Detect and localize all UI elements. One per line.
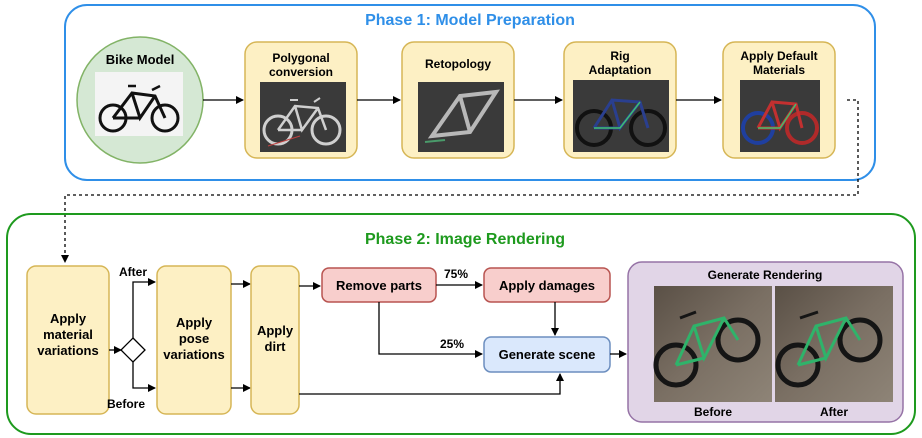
pose-label-line1: Apply bbox=[176, 315, 213, 330]
material-label-line1: Apply bbox=[50, 311, 87, 326]
arrow-decision-before bbox=[132, 362, 156, 392]
material-label-line3: variations bbox=[37, 343, 98, 358]
label-after: After bbox=[119, 265, 147, 279]
phase1-title: Phase 1: Model Preparation bbox=[365, 12, 575, 29]
remove-parts-label: Remove parts bbox=[336, 278, 422, 293]
polygonal-label-line1: Polygonal bbox=[272, 51, 329, 65]
render-caption-after: After bbox=[820, 405, 848, 419]
pose-label-line2: pose bbox=[179, 331, 209, 346]
arrow-remove-to-generate-scene bbox=[378, 302, 483, 358]
polygonal-bike-icon bbox=[262, 97, 342, 146]
generate-scene-node: Generate scene bbox=[483, 336, 611, 373]
pose-label-line3: variations bbox=[163, 347, 224, 362]
arrow-dirt-to-generate-scene bbox=[299, 373, 564, 395]
generate-scene-label: Generate scene bbox=[499, 347, 596, 362]
label-25-percent: 25% bbox=[440, 337, 464, 351]
materials-image bbox=[740, 80, 820, 152]
dirt-label-line2: dirt bbox=[265, 339, 287, 354]
bike-model-image bbox=[95, 72, 183, 136]
apply-material-variations-node: Apply material variations bbox=[26, 265, 110, 415]
apply-damages-node: Apply damages bbox=[483, 267, 611, 303]
phase2-title: Phase 2: Image Rendering bbox=[365, 231, 565, 248]
rig-image bbox=[573, 80, 669, 152]
generate-rendering-node: Generate Rendering Before After bbox=[627, 261, 904, 423]
bike-model-node: Bike Model bbox=[76, 36, 204, 164]
render-before-bike-icon bbox=[653, 310, 761, 388]
rig-adaptation-node: Rig Adaptation bbox=[563, 41, 677, 159]
retopology-label: Retopology bbox=[425, 57, 491, 71]
rig-label-line1: Rig bbox=[610, 49, 629, 63]
label-before: Before bbox=[107, 397, 145, 411]
apply-default-materials-node: Apply Default Materials bbox=[722, 41, 836, 159]
apply-damages-label: Apply damages bbox=[499, 278, 595, 293]
dirt-label-line1: Apply bbox=[257, 323, 294, 338]
materials-label-line2: Materials bbox=[753, 63, 805, 77]
materials-bike-icon bbox=[741, 100, 819, 145]
render-after-bike-icon bbox=[775, 310, 883, 388]
decision-diamond bbox=[120, 337, 146, 363]
retopology-node: Retopology bbox=[401, 41, 515, 159]
bike-model-label: Bike Model bbox=[106, 52, 175, 67]
polygonal-label-line2: conversion bbox=[269, 65, 333, 79]
dotted-phase-connector bbox=[61, 99, 859, 263]
render-caption-before: Before bbox=[694, 405, 732, 419]
generate-rendering-label: Generate Rendering bbox=[708, 268, 823, 282]
rig-label-line2: Adaptation bbox=[589, 63, 652, 77]
materials-label-line1: Apply Default bbox=[740, 49, 817, 63]
phase2-container bbox=[6, 213, 916, 435]
label-75-percent: 75% bbox=[444, 267, 468, 281]
retopology-frame-icon bbox=[427, 89, 500, 139]
rig-bike-icon bbox=[575, 98, 667, 147]
apply-dirt-node: Apply dirt bbox=[250, 265, 300, 415]
material-label-line2: material bbox=[43, 327, 93, 342]
remove-parts-node: Remove parts bbox=[321, 267, 437, 303]
arrow-decision-after bbox=[132, 278, 156, 338]
polygonal-conversion-node: Polygonal conversion bbox=[244, 41, 358, 159]
bike-model-bike-icon bbox=[98, 84, 180, 133]
phase1-container bbox=[64, 4, 876, 181]
apply-pose-variations-node: Apply pose variations bbox=[156, 265, 232, 415]
